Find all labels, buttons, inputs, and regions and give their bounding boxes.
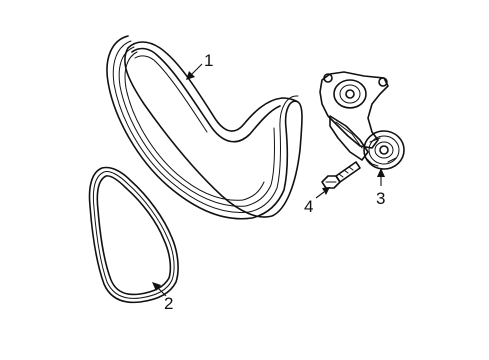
mount-hole-icon — [378, 77, 388, 87]
callout-leaders — [152, 63, 385, 297]
tension-pulley — [363, 130, 405, 170]
tensioner-bolt — [321, 161, 361, 189]
belt-small — [88, 166, 179, 304]
mount-hole-icon — [323, 73, 333, 83]
callout-1: 1 — [204, 51, 213, 70]
serpentine-belt-large — [106, 35, 303, 220]
callout-4: 4 — [304, 197, 313, 216]
callout-2: 2 — [164, 294, 173, 313]
callout-3: 3 — [376, 189, 385, 208]
belt-tensioner — [319, 71, 405, 170]
